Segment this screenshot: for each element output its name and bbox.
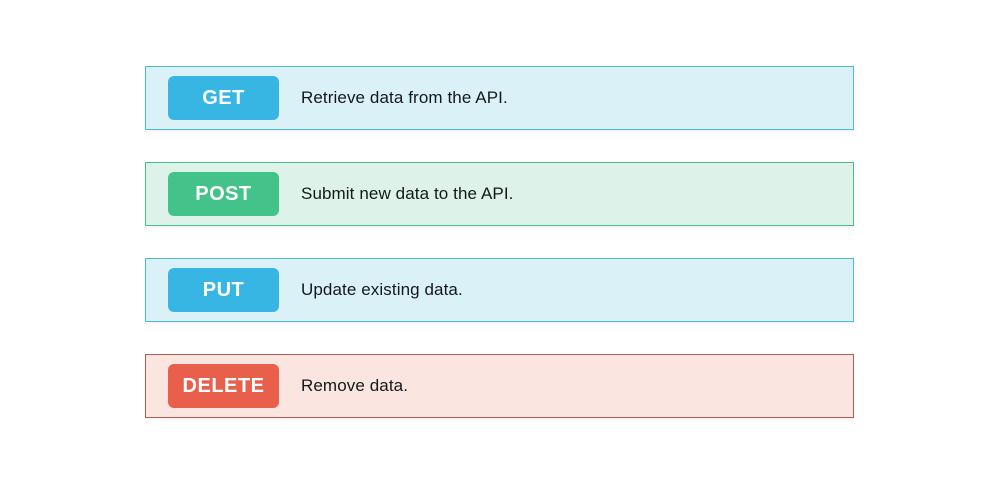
method-description: Remove data. — [301, 376, 409, 395]
method-description: Retrieve data from the API. — [301, 88, 508, 107]
post-method-badge: POST — [168, 172, 279, 216]
method-row-put: PUT Update existing data. — [145, 258, 854, 322]
get-method-badge: GET — [168, 76, 279, 120]
method-row-post: POST Submit new data to the API. — [145, 162, 854, 226]
http-methods-list: GET Retrieve data from the API. POST Sub… — [145, 66, 854, 418]
method-description: Update existing data. — [301, 280, 463, 299]
method-description: Submit new data to the API. — [301, 184, 514, 203]
method-row-get: GET Retrieve data from the API. — [145, 66, 854, 130]
method-row-delete: DELETE Remove data. — [145, 354, 854, 418]
delete-method-badge: DELETE — [168, 364, 279, 408]
put-method-badge: PUT — [168, 268, 279, 312]
